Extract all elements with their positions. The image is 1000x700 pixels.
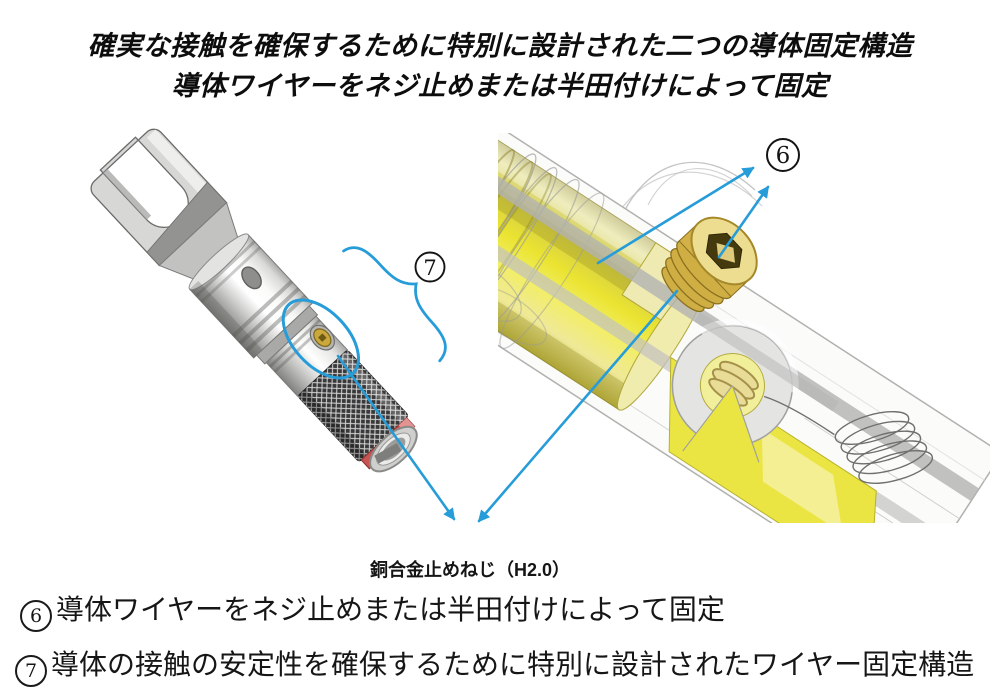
brass-set-screw [661, 216, 758, 313]
figure-caption: 銅合金止めねじ（H2.0） [369, 560, 571, 580]
note-7-text: 導体の接触の安定性を確保するために特別に設計されたワイヤー固定構造 [51, 649, 975, 680]
title-line-1: 確実な接触を確保するために特別に設計された二つの導体固定構造 [87, 31, 913, 61]
spade-fork [90, 128, 228, 267]
cutaway-illustration [498, 133, 990, 523]
annotation-ellipse [281, 298, 361, 380]
title-line-2: 導体ワイヤーをネジ止めまたは半田付けによって固定 [171, 71, 829, 101]
collar-cylinder [188, 233, 313, 359]
arrow-screw-to-6 [717, 185, 770, 259]
page-title: 確実な接触を確保するために特別に設計された二つの導体固定構造 導体ワイヤーをネジ… [0, 26, 1000, 106]
arrow-right-to-caption [477, 289, 679, 523]
callout-7: 7 [414, 251, 446, 283]
callout-6-number: 6 [776, 143, 791, 169]
callout-brace [342, 246, 447, 363]
note-6-circled-number: 6 [20, 600, 52, 632]
callout-6: 6 [766, 138, 800, 172]
arrow-left-to-caption [336, 354, 456, 521]
note-7-circled-number: 7 [15, 655, 47, 687]
callout-7-number: 7 [423, 256, 436, 280]
hex-socket-floor [716, 242, 736, 263]
vent-hole [241, 266, 262, 290]
arrow-sleeve-to-6 [596, 166, 755, 265]
spring-coil [763, 395, 934, 484]
set-screw-left [309, 324, 335, 351]
spade-connector-illustration [90, 128, 418, 473]
wireframe-rings [498, 153, 605, 349]
note-6-text: 導体ワイヤーをネジ止めまたは半田付けによって固定 [56, 594, 725, 625]
